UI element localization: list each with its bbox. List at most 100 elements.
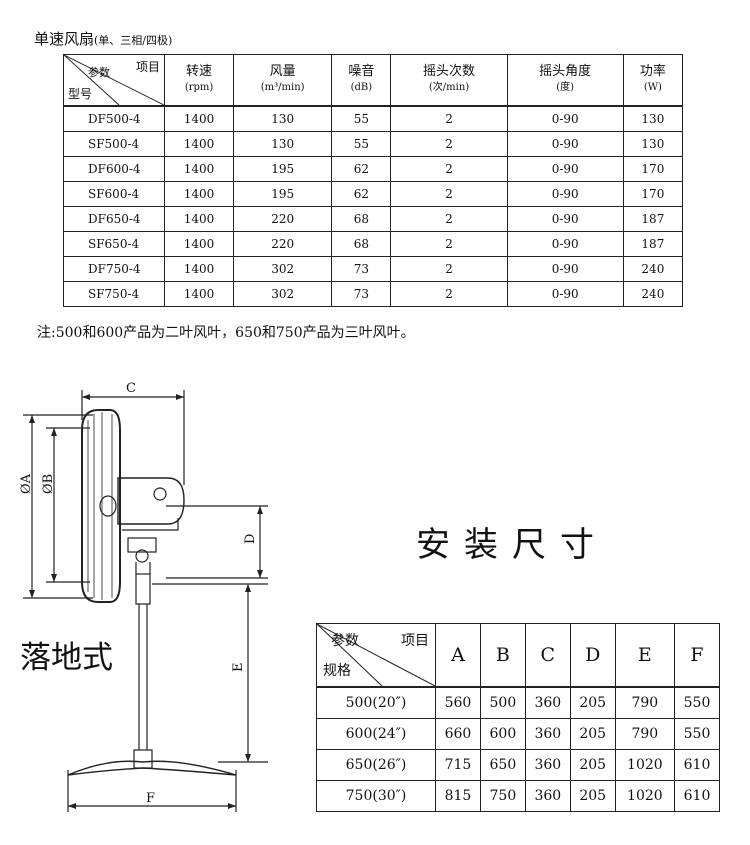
value-cell: 187 (622, 206, 684, 232)
value-cell: 360 (524, 686, 571, 719)
dim-col-header: E (614, 623, 676, 688)
value-cell: 130 (622, 105, 684, 132)
value-cell: 170 (622, 156, 684, 182)
value-cell: 550 (674, 686, 720, 719)
value-cell: 715 (435, 749, 481, 781)
value-cell: 240 (622, 281, 684, 307)
value-cell: 1400 (163, 256, 235, 282)
page-title: 单速风扇(单、三相/四极) (34, 28, 172, 49)
dim-corner-spec: 规格 (323, 663, 351, 679)
spec-col-header: 转速(rpm) (163, 54, 235, 107)
value-cell: 0-90 (506, 256, 624, 282)
floor-type-label: 落地式 (20, 640, 113, 676)
spec-col-header: 风量(m³/min) (233, 54, 333, 107)
diagonal-lines-2 (317, 624, 435, 686)
value-cell: 205 (569, 749, 616, 781)
value-cell: 130 (233, 105, 333, 132)
value-cell: 2 (390, 231, 508, 257)
value-cell: 0-90 (506, 231, 624, 257)
value-cell: 68 (331, 206, 392, 232)
value-cell: 170 (622, 181, 684, 207)
row-label-cell: SF750-4 (63, 281, 165, 307)
corner-param: 参数 (88, 66, 110, 79)
corner-model: 型号 (68, 87, 93, 101)
value-cell: 62 (331, 181, 392, 207)
value-cell: 650 (479, 749, 526, 781)
value-cell: 0-90 (506, 206, 624, 232)
value-cell: 195 (233, 181, 333, 207)
value-cell: 1400 (163, 206, 235, 232)
value-cell: 2 (390, 281, 508, 307)
dim-corner-param: 参数 (331, 633, 359, 649)
note-text: 注:500和600产品为二叶风叶，650和750产品为三叶风叶。 (37, 325, 415, 341)
value-cell: 220 (233, 231, 333, 257)
row-label-cell: SF500-4 (63, 131, 165, 157)
value-cell: 130 (233, 131, 333, 157)
spec-col-header: 噪音(dB) (331, 54, 392, 107)
value-cell: 205 (569, 686, 616, 719)
dim-header-row: 参数 项目 规格 A B C D E F (316, 623, 720, 688)
value-cell: 205 (569, 780, 616, 812)
value-cell: 0-90 (506, 281, 624, 307)
value-cell: 1400 (163, 231, 235, 257)
spec-table: 项目 参数 型号 转速(rpm) 风量(m³/min) 噪音(dB) 摇头次数(… (63, 54, 684, 307)
value-cell: 195 (233, 156, 333, 182)
row-label-cell: DF650-4 (63, 206, 165, 232)
value-cell: 790 (614, 718, 676, 750)
title-sub: (单、三相/四极) (94, 34, 173, 47)
label-c: C (126, 381, 136, 396)
value-cell: 1400 (163, 131, 235, 157)
fan-guard (81, 409, 121, 603)
row-label-cell: SF600-4 (63, 181, 165, 207)
value-cell: 55 (331, 105, 392, 132)
diagonal-lines (64, 55, 164, 105)
value-cell: 660 (435, 718, 481, 750)
value-cell: 360 (524, 780, 571, 812)
dim-col-header: C (524, 623, 571, 688)
value-cell: 187 (622, 231, 684, 257)
value-cell: 68 (331, 231, 392, 257)
value-cell: 73 (331, 281, 392, 307)
value-cell: 2 (390, 256, 508, 282)
corner-item: 项目 (135, 60, 160, 74)
value-cell: 55 (331, 131, 392, 157)
label-f: F (146, 791, 155, 806)
value-cell: 2 (390, 131, 508, 157)
value-cell: 130 (622, 131, 684, 157)
dim-col-header: B (479, 623, 526, 688)
title-main: 单速风扇 (34, 30, 95, 48)
value-cell: 550 (674, 718, 720, 750)
value-cell: 0-90 (506, 131, 624, 157)
value-cell: 220 (233, 206, 333, 232)
label-e: E (231, 663, 246, 673)
spec-corner-cell: 项目 参数 型号 (63, 54, 165, 107)
row-label-cell: DF500-4 (63, 105, 165, 132)
label-phi-b: ØB (41, 474, 56, 494)
value-cell: 2 (390, 156, 508, 182)
row-label-cell: 500(20″) (316, 686, 436, 719)
row-label-cell: 600(24″) (316, 718, 436, 750)
value-cell: 500 (479, 686, 526, 719)
row-label-cell: DF600-4 (63, 156, 165, 182)
value-cell: 62 (331, 156, 392, 182)
value-cell: 750 (479, 780, 526, 812)
value-cell: 205 (569, 718, 616, 750)
value-cell: 815 (435, 780, 481, 812)
value-cell: 610 (674, 780, 720, 812)
dim-corner-item: 项目 (401, 633, 429, 649)
row-label-cell: SF650-4 (63, 231, 165, 257)
dim-col-header: F (674, 623, 720, 688)
